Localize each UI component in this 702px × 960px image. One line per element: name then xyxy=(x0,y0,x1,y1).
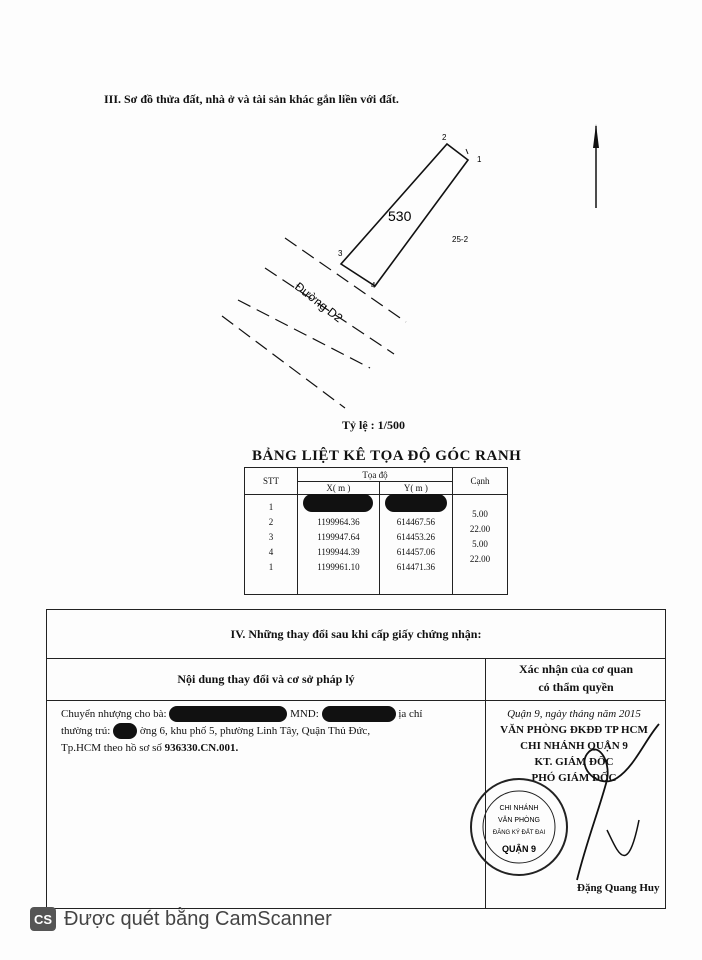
official-stamp: CHI NHÁNH VĂN PHÒNG ĐĂNG KÝ ĐẤT ĐAI QUẬN… xyxy=(470,778,568,876)
redacted-block xyxy=(321,706,396,723)
scale-label: Tỷ lệ : 1/500 xyxy=(342,418,405,432)
handwritten-signature xyxy=(576,723,660,881)
col-coords: Tọa độ xyxy=(297,467,453,482)
parcel-number: 530 xyxy=(388,208,412,224)
redacted-block xyxy=(169,706,288,723)
corner-2-label: 2 xyxy=(442,133,447,142)
coord-table-title: BẢNG LIỆT KÊ TỌA ĐỘ GÓC RANH xyxy=(252,448,522,464)
corner-1-label: 1 xyxy=(477,155,482,164)
col-stt: STT xyxy=(244,467,298,495)
camscanner-text: Được quét bằng CamScanner xyxy=(64,907,332,930)
redacted-block xyxy=(384,494,447,512)
change-content: Chuyển nhượng cho bà: MND: ịa chỉ thường… xyxy=(61,706,423,754)
parcel-outline xyxy=(339,142,470,288)
col-change-content: Nội dung thay đổi và cơ sở pháp lý xyxy=(177,672,355,686)
col-y: Y( m ) xyxy=(378,481,454,495)
redacted-block xyxy=(303,494,374,512)
col-authority: Xác nhận của cơ quan có thẩm quyền xyxy=(518,662,633,694)
redacted-block xyxy=(113,723,138,740)
camscanner-logo-icon: CS xyxy=(30,907,56,931)
road-label: Đường D2 xyxy=(292,279,345,325)
corner-3-label: 3 xyxy=(338,249,343,258)
parcel-sketch: 1 2 3 4 530 25-2 Đường D2 xyxy=(221,124,599,409)
north-arrow-icon xyxy=(593,124,599,208)
svg-text:QUẬN 9: QUẬN 9 xyxy=(502,843,536,854)
corner-4-label: 4 xyxy=(371,281,376,290)
signer-name: Đặng Quang Huy xyxy=(577,882,660,894)
svg-text:CHI NHÁNH: CHI NHÁNH xyxy=(500,803,539,812)
svg-text:VĂN PHÒNG: VĂN PHÒNG xyxy=(498,815,540,824)
col-x: X( m ) xyxy=(297,481,380,495)
authority-confirmation: Quận 9, ngày tháng năm 2015 VĂN PHÒNG ĐK… xyxy=(500,708,648,784)
col-edge: Cạnh xyxy=(452,467,508,495)
camscanner-watermark: CS Được quét bằng CamScanner xyxy=(30,904,332,934)
svg-text:ĐĂNG KÝ ĐẤT ĐAI: ĐĂNG KÝ ĐẤT ĐAI xyxy=(493,829,546,836)
section-3-title: III. Sơ đồ thửa đất, nhà ở và tài sản kh… xyxy=(104,92,399,106)
adjacent-parcel: 25-2 xyxy=(452,235,469,244)
section-4-title: IV. Những thay đổi sau khi cấp giấy chứn… xyxy=(47,610,665,659)
section-4-box: IV. Những thay đổi sau khi cấp giấy chứn… xyxy=(46,609,666,909)
road-lines xyxy=(221,237,407,409)
